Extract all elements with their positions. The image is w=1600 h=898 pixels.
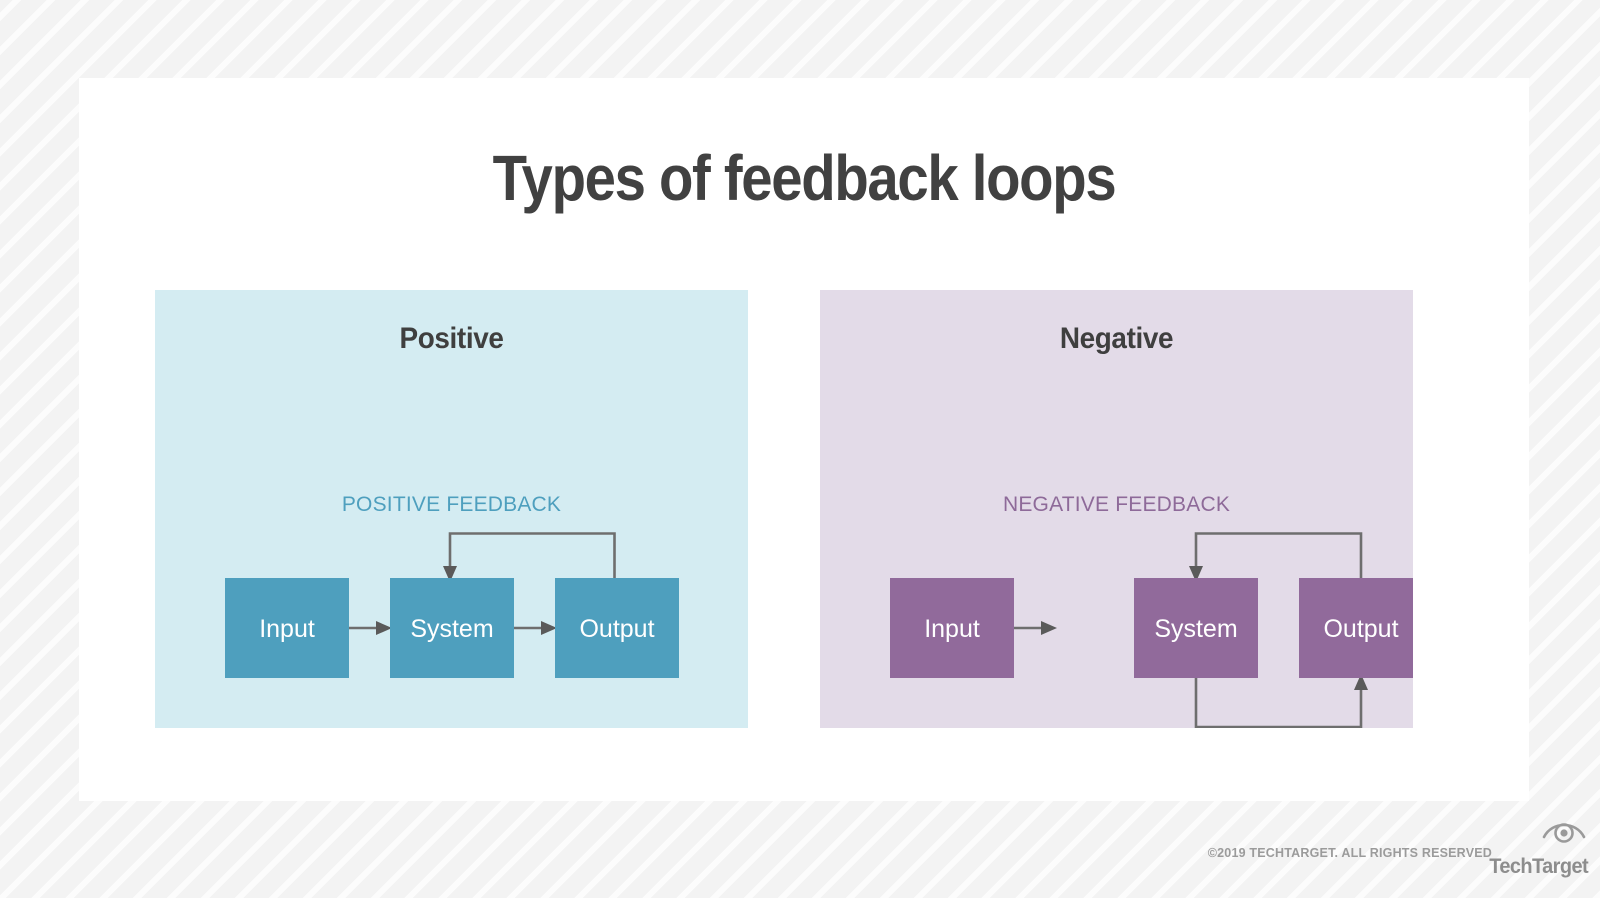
node-system-negative[interactable]: System — [1134, 578, 1258, 678]
eye-icon — [1542, 823, 1586, 843]
footer: ©2019 TECHTARGET. ALL RIGHTS RESERVED Te… — [0, 801, 1600, 898]
node-label-input: Input — [924, 615, 980, 643]
node-output-negative[interactable]: Output — [1299, 578, 1413, 678]
slide-card: Types of feedback loops Positive POSITIV… — [79, 78, 1529, 801]
copyright-text: ©2019 TECHTARGET. ALL RIGHTS RESERVED — [1207, 846, 1492, 860]
page-title: Types of feedback loops — [492, 142, 1117, 214]
panel-negative: Negative NEGATIVE FEEDBACK — [820, 290, 1413, 728]
node-label-output: Output — [579, 615, 654, 643]
connection-system-to-output-loop — [1194, 674, 1368, 728]
node-label-system: System — [410, 615, 493, 643]
diagram-negative: Input System Output — [890, 532, 1413, 728]
panel-positive: Positive POSITIVE FEEDBACK — [155, 290, 748, 728]
arrowhead-right-icon — [541, 621, 557, 635]
node-input-negative[interactable]: Input — [890, 578, 1014, 678]
node-label-system: System — [1154, 615, 1237, 643]
arrowhead-right-icon — [1041, 621, 1057, 635]
panel-heading-negative: Negative — [1059, 322, 1174, 355]
techtarget-logo: TechTarget — [1489, 817, 1589, 879]
arrowhead-down-icon — [443, 566, 457, 582]
arrowhead-right-icon — [376, 621, 392, 635]
node-label-output: Output — [1323, 615, 1398, 643]
brand-wordmark: TechTarget — [1489, 855, 1588, 878]
connection-input-to-system — [1014, 621, 1057, 635]
connection-system-to-output — [514, 621, 557, 635]
arrowhead-up-icon — [1354, 674, 1368, 690]
node-input-positive[interactable]: Input — [225, 578, 349, 678]
node-label-input: Input — [259, 615, 315, 643]
connection-output-to-system-loop — [1189, 532, 1363, 582]
feedback-label-positive: POSITIVE FEEDBACK — [341, 493, 562, 516]
panel-heading-positive: Positive — [399, 322, 504, 355]
connection-input-to-system — [349, 621, 392, 635]
feedback-label-negative: NEGATIVE FEEDBACK — [1002, 493, 1231, 516]
arrowhead-down-icon — [1189, 566, 1203, 582]
diagram-positive: Input System Output — [225, 532, 679, 678]
node-system-positive[interactable]: System — [390, 578, 514, 678]
connection-output-to-system-loop — [443, 532, 616, 582]
node-output-positive[interactable]: Output — [555, 578, 679, 678]
